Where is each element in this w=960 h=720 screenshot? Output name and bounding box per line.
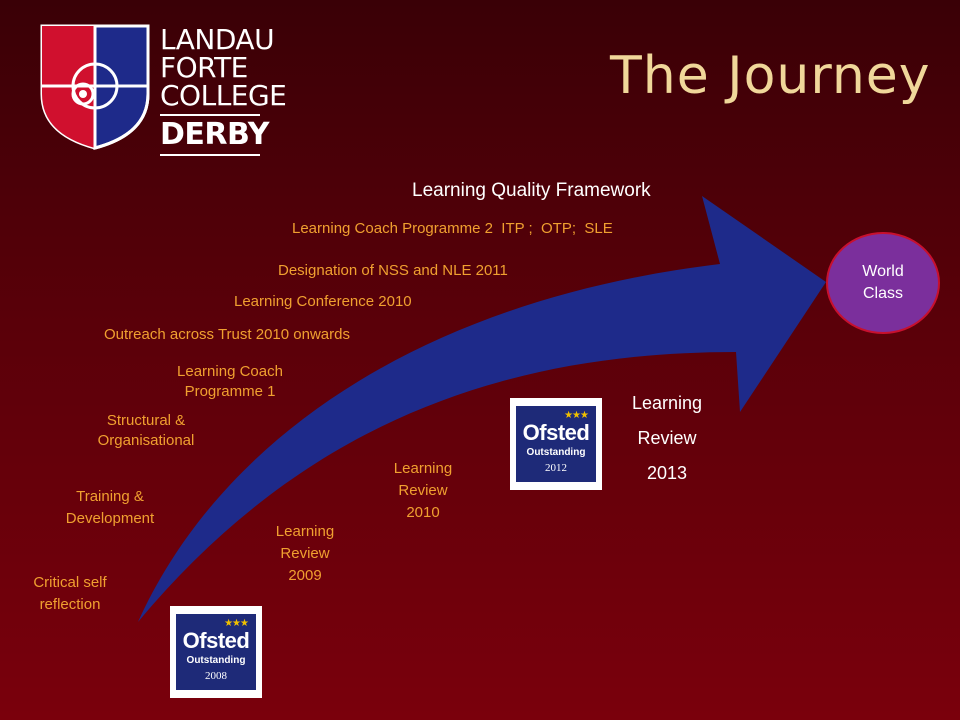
label-structural: Structural & Organisational [97,412,195,449]
ofsted-badge-2008: ★★★ Ofsted Outstanding 2008 [170,606,262,698]
logo-wordmark: LANDAU FORTE COLLEGE DERBY [160,23,287,156]
logo-line-1: LANDAU [160,23,275,56]
badge-2012-year: 2012 [545,462,567,474]
review-2010-line-3: 2010 [406,504,440,521]
label-critical-reflection: Critical self reflection [33,574,107,613]
review-2013-line-3: 2013 [646,463,688,483]
review-2013-line-1: Learning [631,393,703,413]
college-logo [40,24,150,150]
badge-2008-sub: Outstanding [186,655,246,666]
label-outreach: Outreach across Trust 2010 onwards [104,326,350,343]
world-class-line-1: World [862,263,904,280]
world-class-line-2: Class [862,285,903,302]
review-2009-line-3: 2009 [288,567,322,584]
logo-line-2: FORTE [160,51,248,84]
review-2010: Learning Review 2010 [368,458,478,524]
badge-2008-word: Ofsted [182,628,250,653]
label-conference: Learning Conference 2010 [234,293,412,310]
review-2010-line-1: Learning [393,460,453,477]
review-2013-line-2: Review [637,428,697,448]
label-designation: Designation of NSS and NLE 2011 [278,262,508,279]
badge-2012-sub: Outstanding [526,447,586,458]
stars-icon: ★★★ [224,618,249,629]
review-2009: Learning Review 2009 [250,521,360,587]
review-2013: Learning Review 2013 [612,386,722,491]
logo-line-3: COLLEGE [160,79,287,112]
badge-2012-word: Ofsted [522,420,590,445]
label-learning-quality-framework: Learning Quality Framework [412,180,651,201]
review-2009-line-2: Review [280,545,330,562]
logo-line-4: DERBY [160,114,269,156]
label-learning-coach-programme-1: Learning Coach Programme 1 [177,363,283,400]
review-2010-line-2: Review [398,482,448,499]
slide-title: The Journey [610,46,931,106]
stars-icon: ★★★ [564,410,589,421]
label-learning-coach-programme-2: Learning Coach Programme 2 ITP ; OTP; SL… [292,220,613,237]
badge-2008-year: 2008 [205,670,227,682]
label-training: Training & Development [65,488,155,527]
world-class-circle: World Class [826,232,940,334]
review-2009-line-1: Learning [275,523,335,540]
ofsted-badge-2012: ★★★ Ofsted Outstanding 2012 [510,398,602,490]
